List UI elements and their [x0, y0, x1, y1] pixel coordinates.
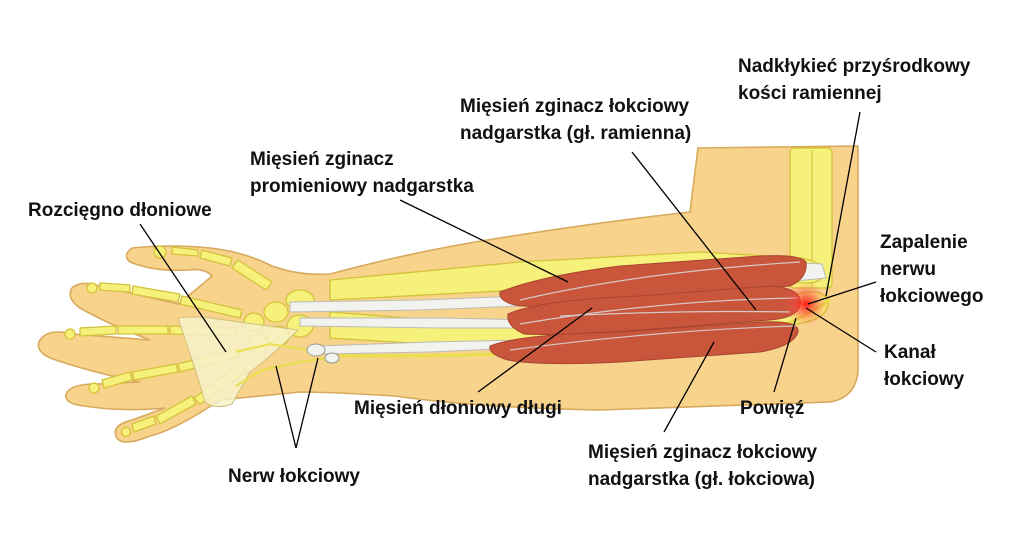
label-ulnar-neuritis: Zapalenie nerwu łokciowego — [880, 232, 983, 307]
inflammation-spot — [784, 282, 828, 326]
labels: Nadkłykieć przyśrodkowy kości ramiennej … — [28, 56, 983, 490]
guyon-canal — [306, 343, 340, 364]
index-finger-bones — [86, 282, 243, 319]
leader-lines — [139, 111, 877, 449]
palmar-aponeurosis — [177, 316, 300, 408]
tendons — [289, 261, 827, 355]
label-ulnar-nerve: Nerw łokciowy — [228, 466, 360, 487]
flexor-carpi-radialis-muscle — [499, 255, 807, 307]
palmaris-tendon — [299, 317, 541, 329]
label-flexor-carpi-radialis: Mięsień zginacz promieniowy nadgarstka — [250, 149, 474, 197]
label-fcu-humeral-head: Mięsień zginacz łokciowy nadgarstka (gł.… — [460, 96, 694, 144]
label-fcu-ulnar-head: Mięsień zginacz łokciowy nadgarstka (gł.… — [588, 442, 822, 490]
label-fascia: Powięź — [740, 398, 804, 419]
label-cubital-tunnel: Kanał łokciowy — [884, 342, 965, 390]
label-epicondyle: Nadkłykieć przyśrodkowy kości ramiennej — [738, 56, 976, 104]
label-palmar-aponeurosis: Rozcięgno dłoniowe — [28, 200, 212, 221]
thumb-bones — [153, 245, 273, 291]
muscles — [489, 255, 807, 365]
label-palmaris-longus: Mięsień dłoniowy długi — [354, 398, 562, 419]
